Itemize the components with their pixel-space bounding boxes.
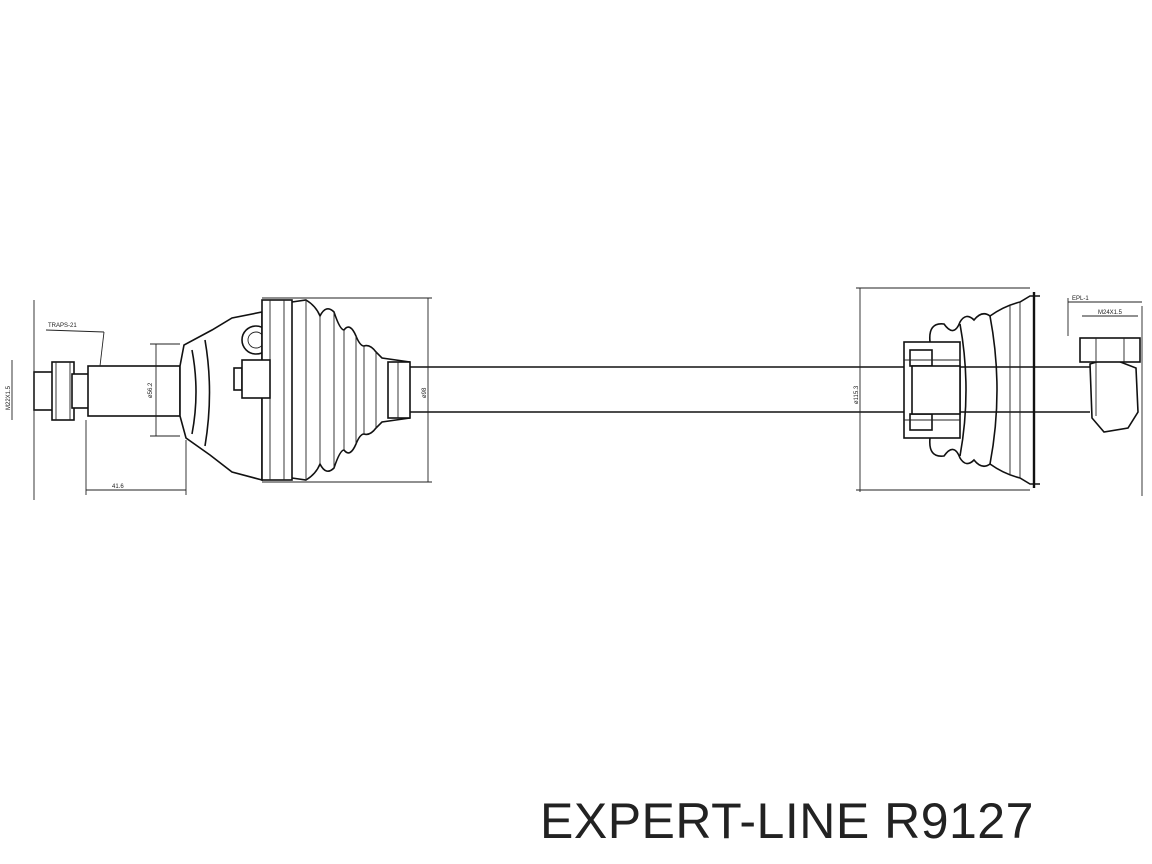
- dim-spline-left: TRAPS-21: [48, 323, 77, 329]
- dim-thread-left: M22X1.5: [6, 385, 12, 410]
- dim-spline-right-a: EPL-1: [1072, 296, 1089, 302]
- left-cv-joint: [179, 299, 293, 482]
- right-damper: [903, 341, 961, 439]
- left-stub-axle: [33, 361, 181, 421]
- right-dimensions: ø115.3 EPL-1 M24X1.5: [854, 287, 1143, 496]
- left-dimensions: TRAPS-21 41.6 M22X1.5 ø56.2 ø98: [6, 297, 432, 500]
- right-boot: [928, 292, 1040, 488]
- dim-length-left: 41.6: [112, 484, 124, 490]
- product-caption: EXPERT-LINE R9127: [540, 793, 1034, 849]
- right-outer-joint: [1079, 337, 1141, 433]
- left-boot: [291, 299, 411, 481]
- dim-dia-inner-left: ø56.2: [148, 382, 154, 398]
- dim-spline-right-b: M24X1.5: [1098, 310, 1123, 316]
- dim-dia-right: ø115.3: [854, 385, 860, 404]
- main-shaft: [410, 366, 1090, 413]
- dim-dia-outer-left: ø98: [422, 387, 428, 398]
